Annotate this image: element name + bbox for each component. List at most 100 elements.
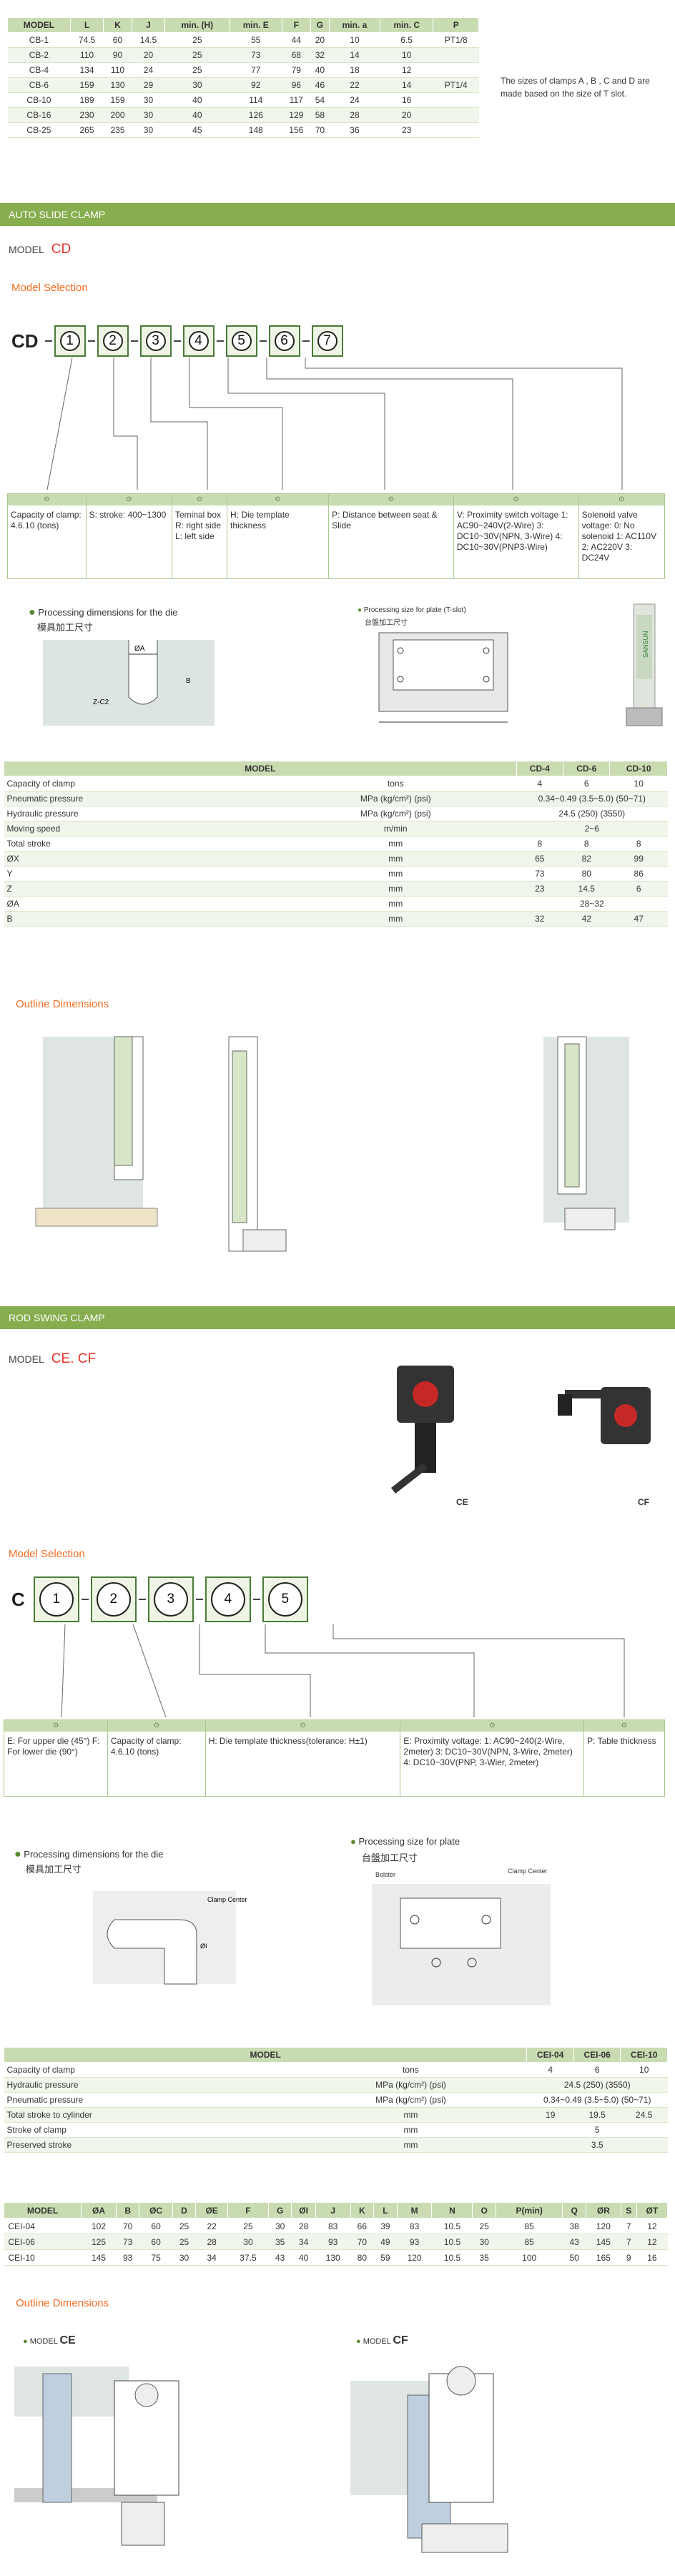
dim-cell: 22 (195, 2218, 228, 2234)
cb-table-cell: CB-25 (7, 122, 71, 138)
cb-table-cell: PT1/4 (433, 77, 479, 93)
dash (87, 340, 95, 342)
code-number: 4 (210, 1582, 245, 1617)
cb-table-cell: 90 (103, 47, 132, 63)
cb-table-cell: 40 (310, 62, 330, 78)
spec-unit: mm (275, 836, 517, 852)
dim-cell: 39 (373, 2218, 398, 2234)
cd-plate-title: ● Processing size for plate (T-slot) (358, 606, 466, 614)
cb-table-cell: 130 (103, 77, 132, 93)
cb-table-cell: 159 (70, 77, 104, 93)
col-k: K (103, 17, 132, 33)
cb-table-cell: 96 (282, 77, 311, 93)
dim-cell: 43 (562, 2234, 586, 2250)
dim-cell: 85 (496, 2218, 563, 2234)
dash (44, 340, 52, 342)
svg-text:ØA: ØA (134, 645, 145, 653)
c-legend-4: ⊙E: Proximity voltage: 1: AC90~240(2-Wir… (400, 1720, 585, 1796)
dim-cell: 75 (139, 2249, 173, 2266)
dim-cell: 83 (397, 2218, 432, 2234)
cb-table-cell: 134 (70, 62, 104, 78)
cd-code-prefix: CD (11, 330, 39, 352)
dim-cell: 145 (586, 2234, 621, 2250)
dim-cell: 60 (139, 2218, 173, 2234)
dash (130, 340, 138, 342)
cd-legend: ⊙Capacity of clamp: 4.6.10 (tons) ⊙S: st… (7, 493, 665, 579)
cb-table-cell: CB-1 (7, 32, 71, 48)
cb-table-cell (433, 122, 479, 138)
cd-spec-col-6: CD-6 (563, 761, 611, 776)
cb-table-cell: 10 (329, 32, 380, 48)
cd-legend-7: ⊙Solenoid valve voltage: 0: No solenoid … (578, 494, 664, 578)
svg-text:SANSUN: SANSUN (642, 631, 649, 658)
ce-product-photo (390, 1366, 454, 1494)
dim-cell: 34 (195, 2249, 228, 2266)
code-box-4: 4 (182, 325, 215, 357)
cb-table-cell: 18 (329, 62, 380, 78)
svg-text:Z-C2: Z-C2 (93, 699, 109, 706)
dim-cell: 70 (350, 2234, 374, 2250)
col-e: min. E (229, 17, 282, 33)
ce-outline-model: ● MODEL CE (23, 2334, 76, 2346)
dim-cell: 145 (81, 2249, 117, 2266)
model-value: CE. CF (51, 1351, 97, 1366)
dim-col: O (472, 2202, 496, 2219)
dim-cell: 102 (81, 2218, 117, 2234)
cb-table-cell: 24 (329, 92, 380, 108)
spec-label: Stroke of clamp (4, 2122, 295, 2138)
cb-table-cell: 200 (103, 107, 132, 123)
cb-table-cell: 40 (164, 107, 230, 123)
cd-die-title: ● Processing dimensions for the die (29, 606, 178, 618)
dim-cell: 93 (397, 2234, 432, 2250)
spec-label: Hydraulic pressure (4, 2077, 295, 2093)
dim-col: D (172, 2202, 197, 2219)
code-number: 3 (153, 1582, 188, 1617)
code-box-6: 6 (268, 325, 300, 357)
dim-cell: 12 (636, 2234, 668, 2250)
c-plate-title: ● Processing size for plate (350, 1836, 460, 1847)
dim-col: F (227, 2202, 269, 2219)
code-box-5: 5 (225, 325, 257, 357)
spec-label: Moving speed (4, 821, 275, 837)
c-legend-2: ⊙Capacity of clamp: 4.6.10 (tons) (107, 1720, 206, 1796)
code-number: 7 (317, 331, 338, 351)
cb-table-cell: 70 (310, 122, 330, 138)
cb-table-cell: 79 (282, 62, 311, 78)
spec-label: Pneumatic pressure (4, 791, 275, 806)
cb-table-cell: 20 (310, 32, 330, 48)
dim-cell: 35 (472, 2249, 496, 2266)
cd-legend-5: ⊙P: Distance between seat & Slide (329, 494, 454, 578)
dim-col: M (396, 2202, 433, 2219)
spec-value: 2~6 (516, 821, 668, 837)
spec-value: 73 (516, 866, 563, 882)
model-label: MODEL (9, 244, 44, 255)
cb-table-cell (433, 107, 479, 123)
dim-cell: 30 (472, 2234, 496, 2250)
c-spec-col-10: CEI-10 (620, 2047, 668, 2063)
cb-table-cell: 29 (132, 77, 165, 93)
cb-table-cell: 25 (164, 62, 230, 78)
dim-col: ØC (139, 2202, 173, 2219)
cb-table-cell: 23 (380, 122, 433, 138)
dash (173, 340, 181, 342)
cb-table-cell: 58 (310, 107, 330, 123)
col-g: G (310, 17, 330, 33)
spec-unit: mm (294, 2107, 527, 2123)
dim-col: MODEL (3, 2202, 82, 2219)
cf-outline-diagram (350, 2366, 508, 2553)
c-legend-3: ⊙H: Die template thickness(tolerance: H±… (205, 1720, 401, 1796)
spec-unit: mm (275, 896, 517, 912)
dim-cell: 83 (315, 2218, 351, 2234)
spec-label: Z (4, 881, 275, 897)
dim-cell: 50 (562, 2249, 586, 2266)
